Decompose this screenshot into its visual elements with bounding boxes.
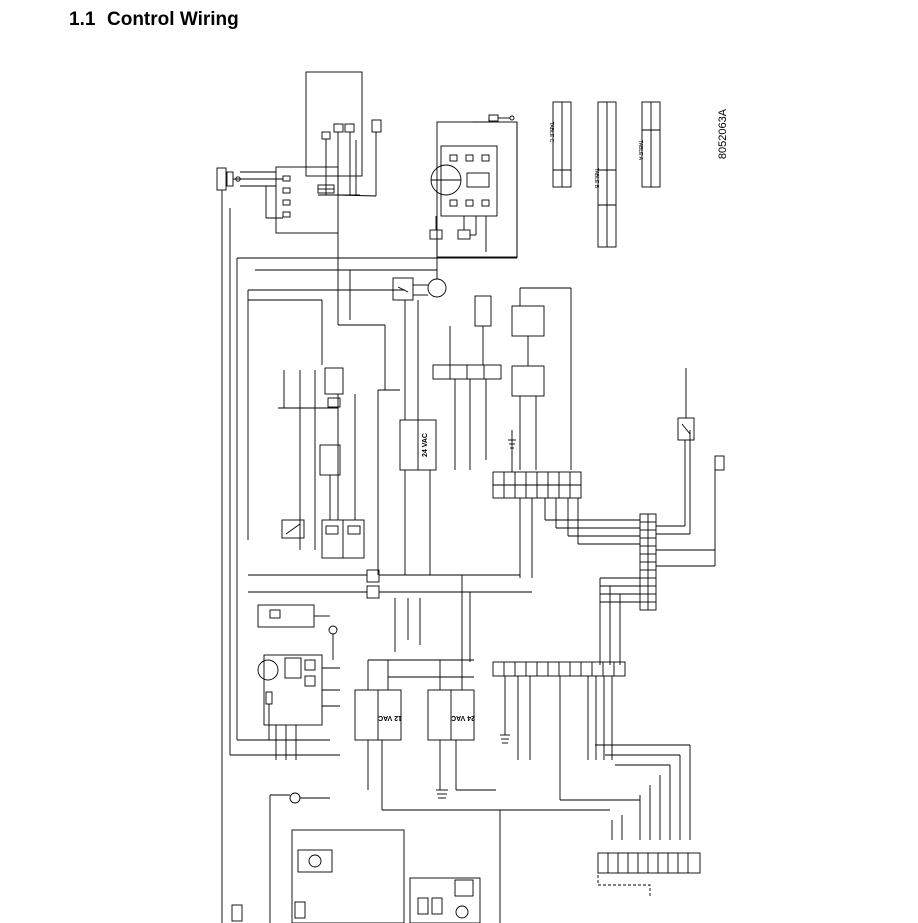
- main-buses: [221, 122, 518, 923]
- terminal-t1: [366, 585, 380, 599]
- lower-right-bundle: [560, 744, 701, 898]
- transformer-filter-rating: 24 VAC: [422, 433, 429, 457]
- transformer-labels: 24 VAC 24 VAC 12 VAC: [378, 433, 475, 721]
- ato-pump-assembly: [392, 270, 447, 420]
- on-off-switch: [281, 519, 365, 559]
- j2-plug: [597, 852, 701, 874]
- contactors: [511, 287, 572, 470]
- terminal-strip: [599, 430, 716, 665]
- bottom-left-assembly: [231, 792, 501, 923]
- pump-motor: [319, 444, 341, 520]
- section-number: 1.1: [69, 9, 96, 30]
- transformer-12vac-rating: 12 VAC: [378, 714, 402, 721]
- contactor-lower: [511, 365, 545, 397]
- component-box: [291, 829, 405, 923]
- ato-reset-switch: [257, 604, 338, 660]
- top-left-module-box: [275, 166, 339, 234]
- temperature-control: [429, 114, 518, 258]
- j4-connector: [492, 661, 626, 800]
- probe-left: [429, 229, 443, 240]
- drawing-number: 8052063A: [717, 108, 729, 159]
- pin-switch: [371, 119, 382, 133]
- left-plug: [216, 167, 227, 191]
- optional-valve-block: [305, 71, 382, 197]
- pump-heater-assembly: [432, 295, 502, 470]
- valve-block-box: [305, 71, 363, 177]
- pump-motor-box: [319, 444, 341, 476]
- table-b-label: TABLE B: [593, 168, 599, 189]
- on-off-switch-box: [281, 519, 305, 539]
- section-title: Control Wiring: [107, 9, 239, 30]
- fv-high-limit: [714, 455, 725, 471]
- transformer-24vac-rating: 24 VAC: [451, 714, 475, 721]
- pump-heater-box: [474, 295, 492, 327]
- top-left-module: [216, 166, 339, 234]
- lower-transformers: [354, 659, 610, 811]
- t-terminals: [248, 569, 532, 662]
- contactor-upper: [511, 305, 545, 337]
- ato-reset-box: [257, 604, 315, 628]
- table-c-label: TABLE C: [548, 122, 554, 143]
- tables-region: [552, 101, 661, 248]
- section-heading: 1.1 Control Wiring: [69, 9, 239, 31]
- table-labels: TABLE C TABLE B TABLE A: [548, 122, 643, 189]
- terminal-t2: [366, 569, 380, 583]
- probe-right: [457, 229, 471, 240]
- temperature-control-box: [440, 145, 498, 217]
- high-limit-relay: [324, 367, 344, 395]
- c1-connector: [492, 430, 640, 578]
- ato-board-box: [263, 654, 323, 726]
- table-a-label: TABLE A: [637, 140, 643, 161]
- ato-board: [230, 654, 340, 760]
- optional-fv-switch: [677, 368, 725, 471]
- contactor-box-left: [248, 299, 356, 550]
- transformer-filter: [377, 389, 437, 575]
